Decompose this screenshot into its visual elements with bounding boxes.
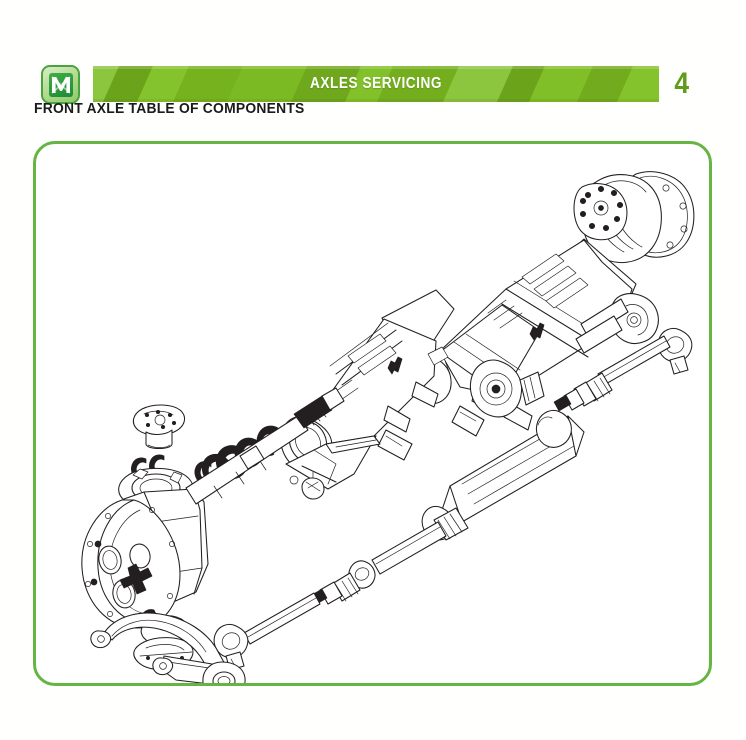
brand-monogram-logo-icon bbox=[41, 65, 80, 104]
page-title: FRONT AXLE TABLE OF COMPONENTS bbox=[34, 101, 305, 117]
embossed-brand-mark-trumpet bbox=[387, 356, 403, 375]
page-header: AXLES SERVICING 4 bbox=[0, 30, 746, 104]
embossed-brand-mark-housing bbox=[529, 322, 545, 341]
banner-title-text: AXLES SERVICING bbox=[310, 75, 442, 92]
steering-arm-part bbox=[90, 612, 246, 683]
front-axle-exploded-view-illustration bbox=[81, 171, 695, 683]
chapter-title-banner: AXLES SERVICING bbox=[93, 66, 659, 102]
brand-logo-inner bbox=[48, 72, 73, 97]
banner-stripe-pattern bbox=[93, 66, 659, 102]
drain-plug-part bbox=[301, 471, 325, 500]
hydraulic-steering-cylinder-part bbox=[213, 327, 693, 671]
axle-trumpet-housing-part bbox=[280, 289, 455, 490]
diagram-frame bbox=[33, 141, 712, 686]
chapter-number: 4 bbox=[674, 67, 690, 100]
